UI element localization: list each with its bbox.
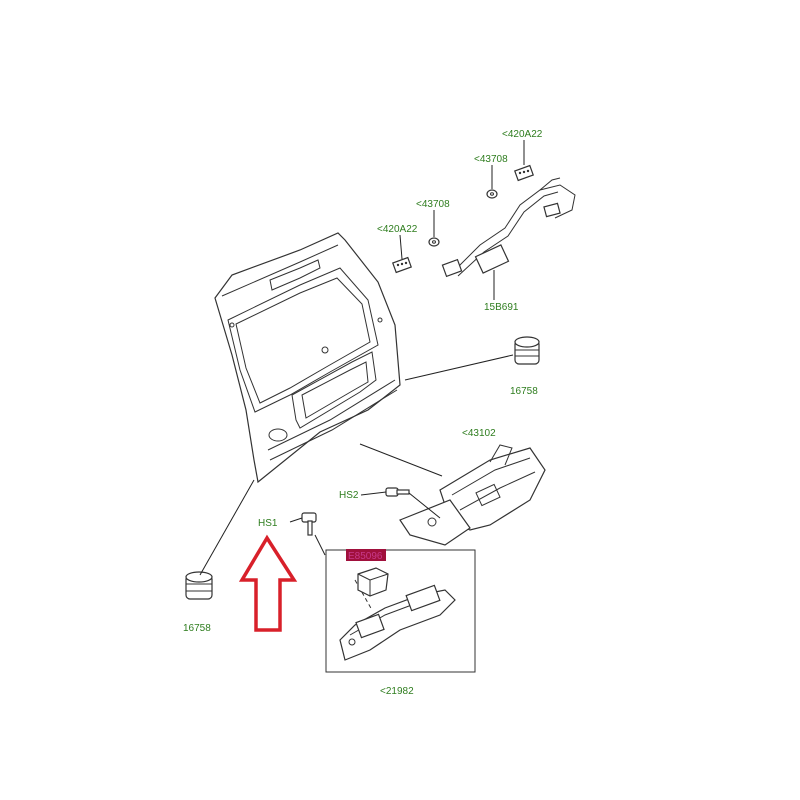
label-16758-left: 16758 (183, 623, 211, 634)
clip-420a22-top (514, 164, 534, 182)
label-43708-mid: <43708 (416, 199, 450, 210)
wiring-harness (441, 177, 576, 278)
highlight-box (346, 549, 386, 561)
label-43102: <43102 (462, 428, 496, 439)
label-hs2: HS2 (339, 490, 359, 501)
bolt-hs1 (301, 512, 317, 536)
up-arrow-icon (238, 534, 298, 632)
washer-43708-mid (428, 237, 440, 247)
label-highlighted-part: E85096 (348, 551, 383, 562)
label-16758-right: 16758 (510, 386, 538, 397)
label-420a22-mid: <420A22 (377, 224, 418, 235)
label-hs1: HS1 (258, 518, 278, 529)
label-43708-top: <43708 (474, 154, 508, 165)
washer-43708-top (486, 189, 498, 199)
label-21982: <21982 (380, 686, 414, 697)
bolt-hs2 (385, 487, 410, 497)
clip-420a22-mid (392, 256, 412, 274)
bump-stop-left (185, 571, 213, 600)
lock-actuator-box (325, 549, 476, 673)
label-420a22-top: <420A22 (502, 129, 543, 140)
label-15b691: 15B691 (484, 302, 519, 313)
latch-assembly (399, 444, 546, 546)
bump-stop-right (514, 336, 540, 365)
tailgate-panel (214, 232, 401, 484)
